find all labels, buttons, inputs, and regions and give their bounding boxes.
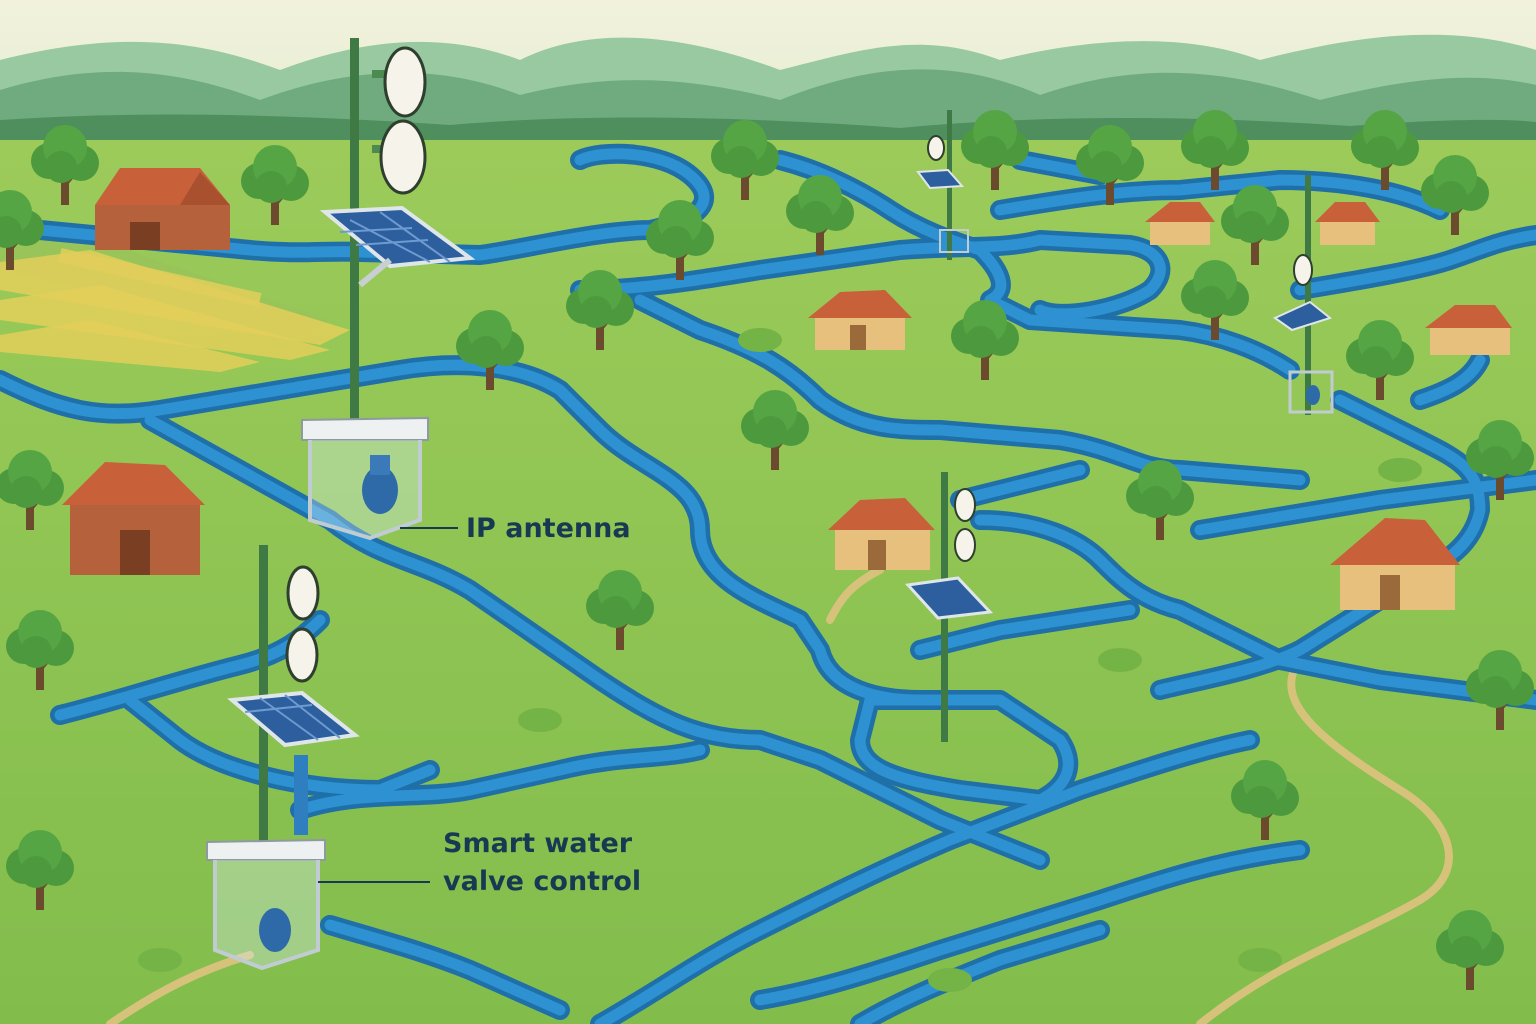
dish-antenna-icon	[1293, 254, 1313, 286]
callout-smart-water-valve: Smart water valve control	[318, 828, 641, 897]
solar-panel-icon	[227, 690, 360, 748]
callout-ip-antenna: IP antenna	[400, 513, 631, 544]
house	[808, 290, 912, 350]
crop-field	[0, 230, 350, 372]
solar-panel-icon	[916, 168, 965, 190]
valve-label-line2: valve control	[443, 866, 641, 897]
valve-enclosure-icon	[301, 416, 429, 441]
house	[1330, 518, 1460, 610]
dish-antenna-icon	[286, 565, 320, 621]
house	[1425, 305, 1512, 355]
antenna-tower-right	[1273, 175, 1334, 415]
antenna-tower-far	[916, 110, 969, 260]
house	[1315, 202, 1380, 245]
solar-panel-icon	[904, 576, 994, 620]
barn-top-left	[95, 168, 230, 250]
ip-antenna-label: IP antenna	[466, 513, 631, 544]
dish-antenna-icon	[954, 528, 976, 562]
dish-antenna-icon	[954, 488, 976, 522]
barn-left	[62, 462, 205, 575]
antenna-tower-lower-left	[206, 545, 360, 971]
dish-antenna-icon	[379, 119, 427, 195]
dish-antenna-icon	[927, 135, 945, 161]
antenna-tower-center	[904, 472, 994, 742]
antenna-tower-main	[301, 38, 476, 541]
field	[0, 140, 1536, 1024]
valve-enclosure-icon	[206, 838, 326, 861]
valve-label-line1: Smart water	[443, 828, 633, 859]
solar-panel-icon	[1273, 300, 1333, 332]
dish-antenna-icon	[383, 46, 427, 118]
house	[828, 498, 935, 570]
house	[1145, 202, 1215, 245]
dish-antenna-icon	[285, 627, 319, 683]
